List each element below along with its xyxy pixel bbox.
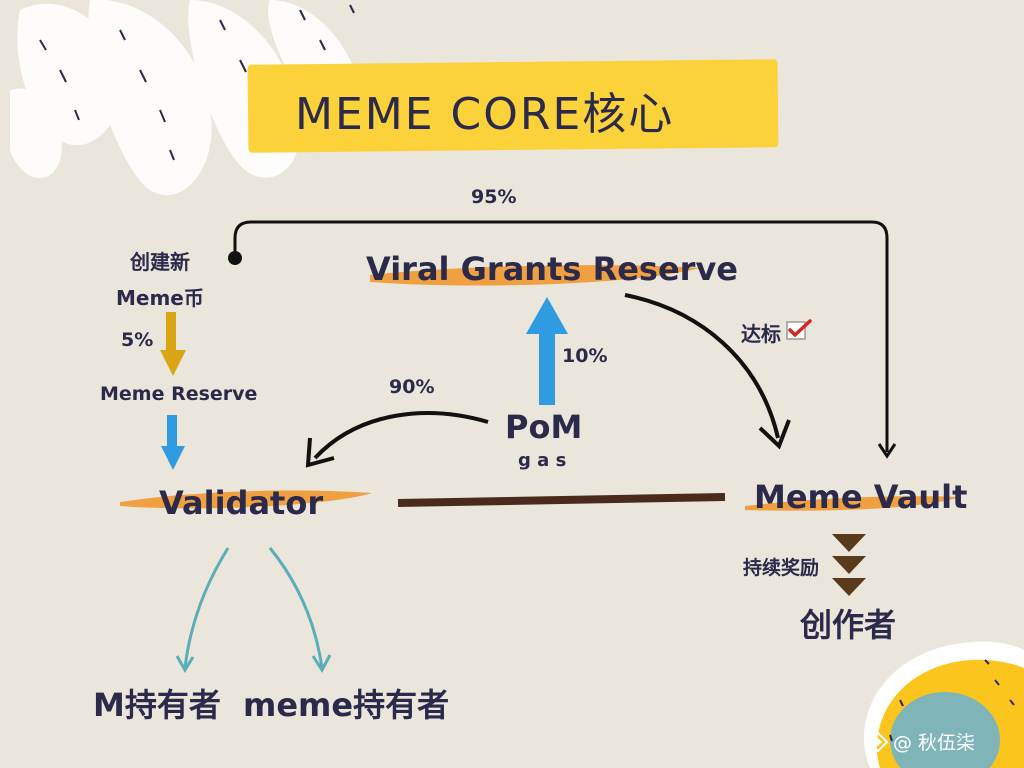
loop-arrow-95: [233, 220, 897, 459]
pom-label: PoM: [505, 408, 583, 446]
create-new-label-line1: 创建新: [130, 250, 190, 274]
label-10-percent: 10%: [562, 345, 608, 367]
teal-arrow-right: [268, 547, 332, 673]
validator-label: Validator: [159, 484, 324, 522]
page-title: MEME CORE核心: [295, 89, 675, 140]
curve-arrow-90: [305, 411, 489, 468]
label-5-percent: 5%: [121, 329, 154, 351]
gold-arrow: [160, 312, 186, 376]
meme-vault-label: Meme Vault: [754, 478, 968, 516]
blue-arrow-up: [526, 297, 568, 405]
creator-label: 创作者: [800, 606, 897, 644]
meme-holders-label: meme持有者: [243, 686, 450, 724]
curve-arrow-grants-vault: [624, 293, 791, 450]
meme-vault-underline: [745, 496, 960, 511]
loop-start-dot: [228, 251, 242, 265]
label-95-percent: 95%: [471, 186, 517, 208]
validator-vault-connector: [397, 493, 726, 507]
validator-underline: [120, 490, 372, 509]
create-new-label-line2: Meme币: [116, 286, 204, 310]
viral-grants-underline: [370, 265, 700, 286]
label-90-percent: 90%: [389, 376, 435, 398]
reward-triangles: [832, 534, 866, 596]
meme-reserve-label: Meme Reserve: [100, 383, 258, 405]
continuous-reward-label: 持续奖励: [743, 557, 820, 579]
threshold-label: 达标: [741, 322, 781, 346]
blue-arrow-down: [161, 415, 185, 470]
check-icon: [786, 319, 812, 340]
gas-label: g a s: [518, 450, 567, 471]
decorative-blob: [863, 641, 1024, 768]
viral-grants-reserve-label: Viral Grants Reserve: [366, 250, 738, 288]
watermark-logo-icon: [868, 732, 888, 752]
m-holders-label: M持有者: [93, 686, 221, 724]
teal-arrow-left: [175, 547, 230, 673]
watermark-text: @ 秋伍柒: [893, 732, 976, 754]
